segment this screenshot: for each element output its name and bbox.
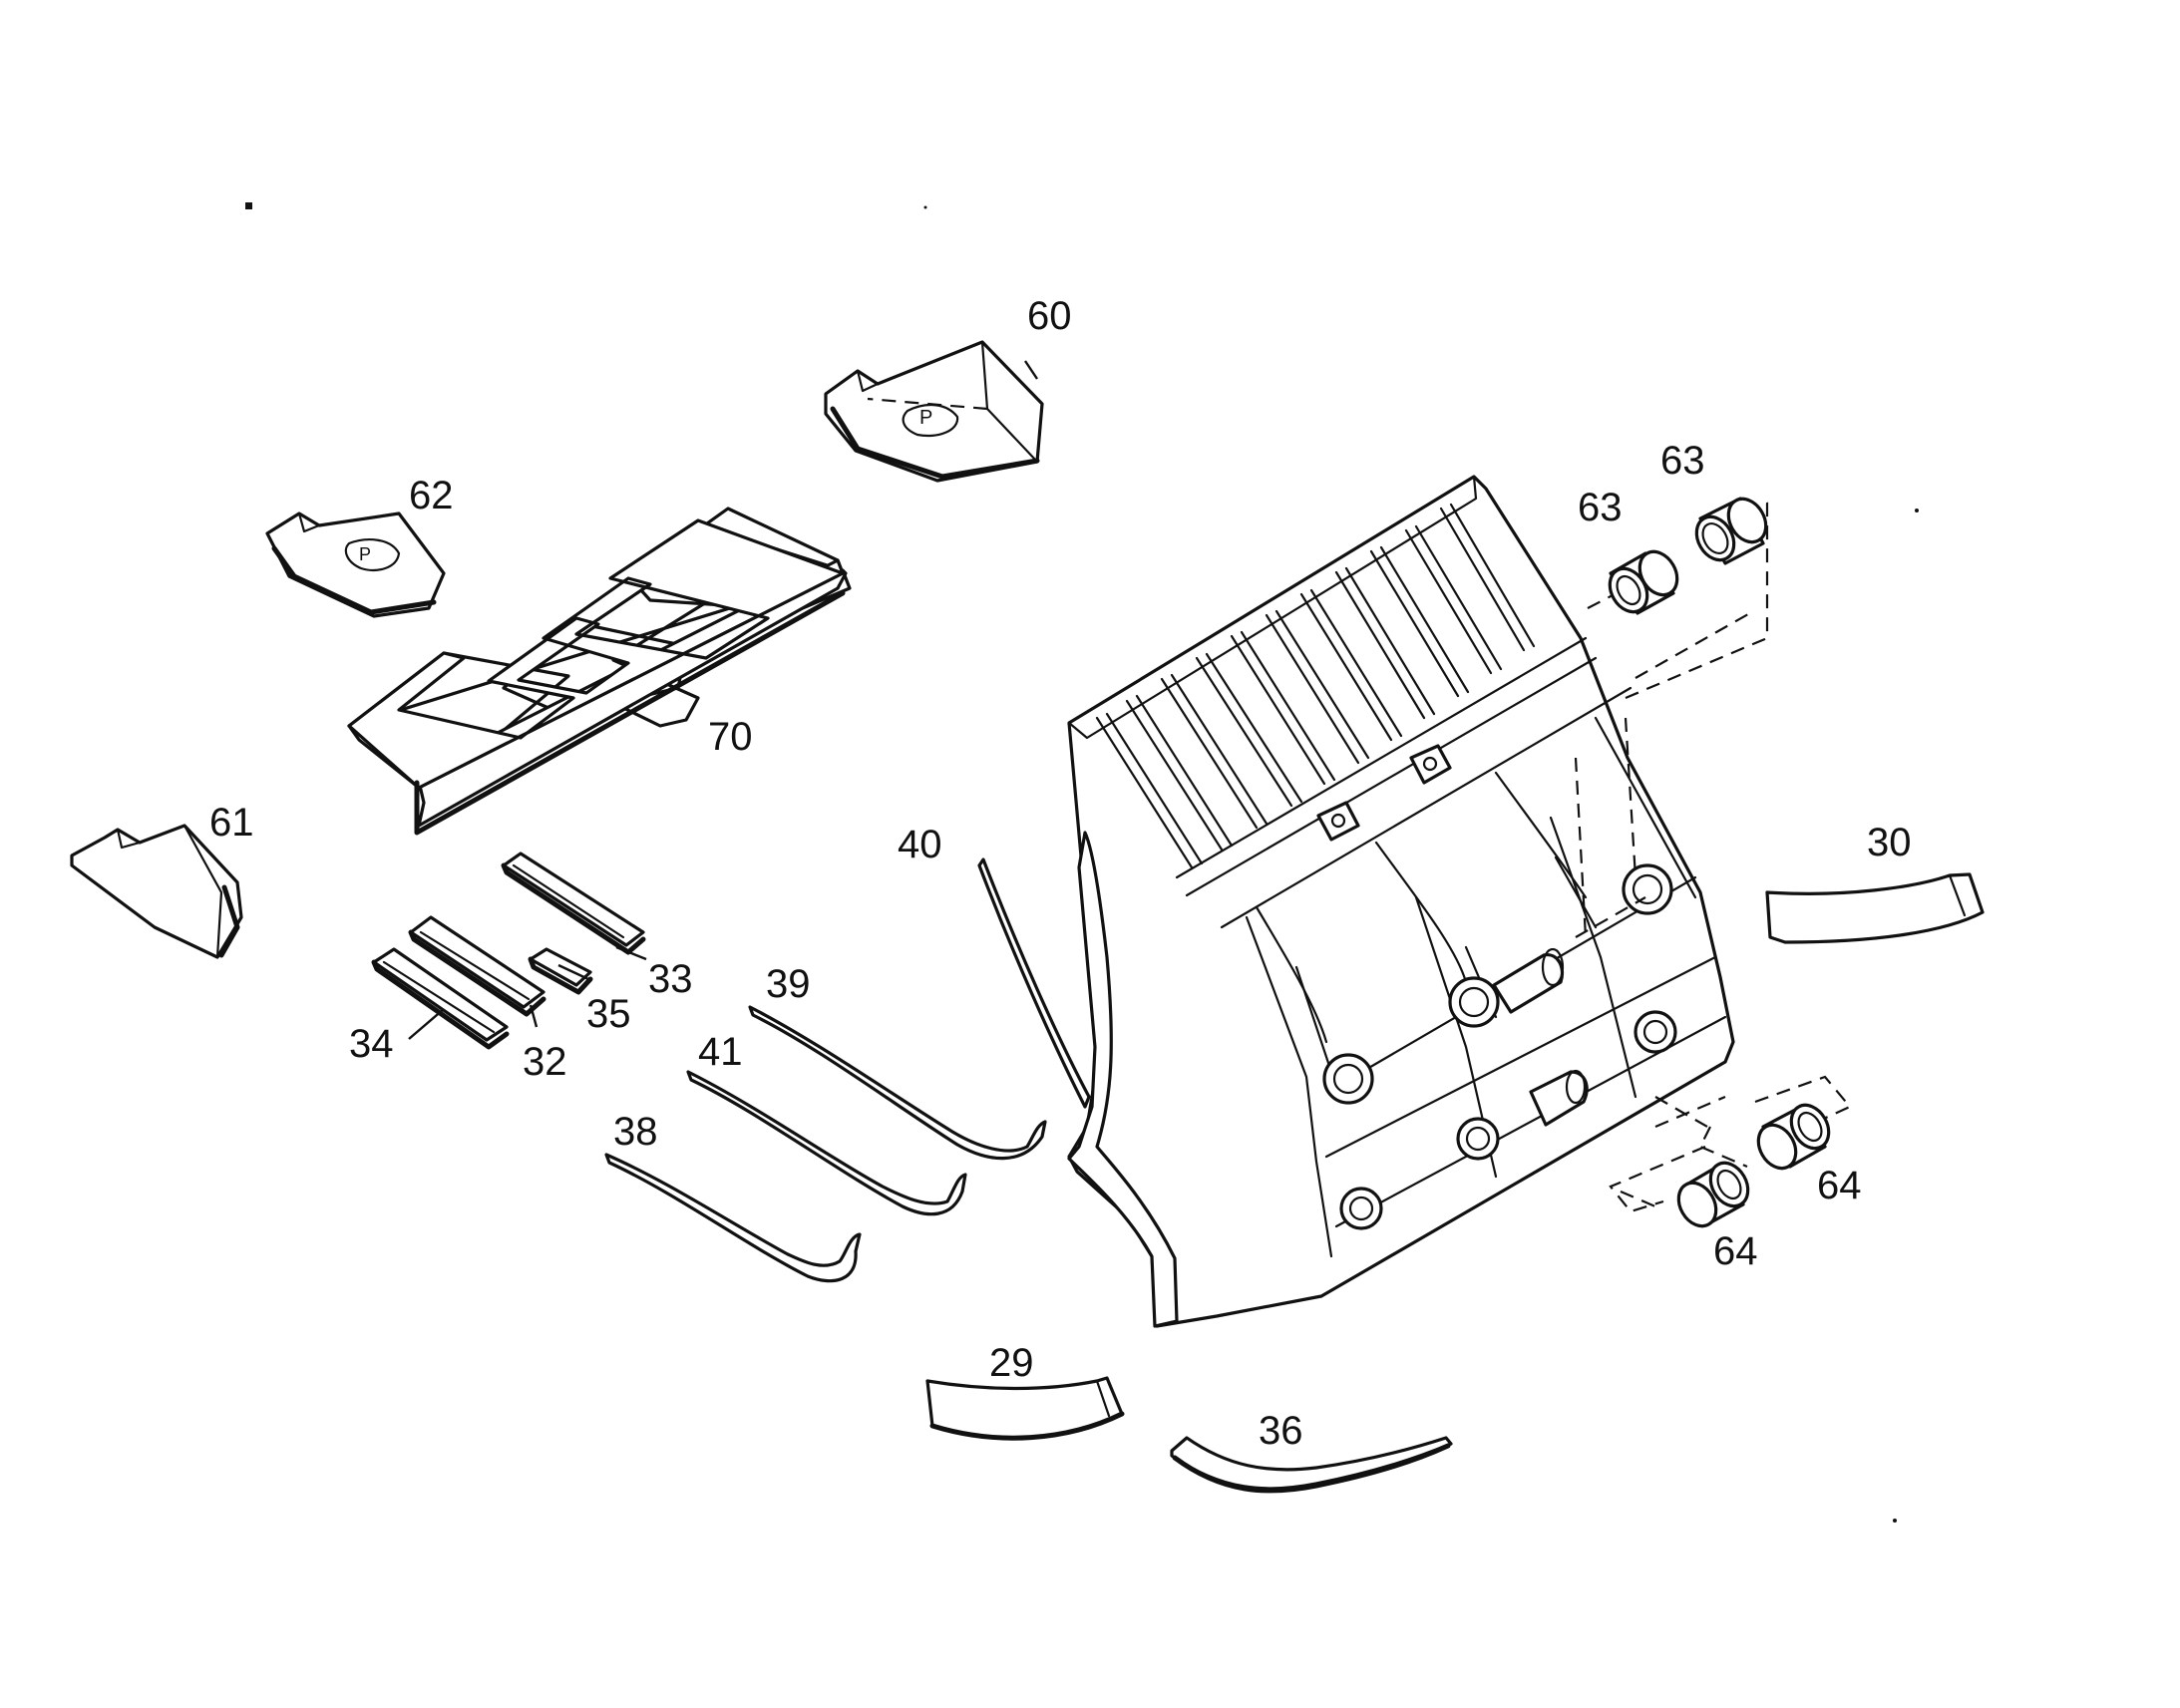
part-60-shoe: P xyxy=(824,340,1044,483)
part-39-strip xyxy=(748,1005,1047,1161)
callout-38: 38 xyxy=(613,1110,658,1154)
part-63-bushings xyxy=(1587,497,1769,700)
leader-lines xyxy=(408,360,1038,1040)
stray-dot xyxy=(245,202,252,209)
callout-33: 33 xyxy=(648,957,693,1001)
callout-29: 29 xyxy=(989,1341,1034,1385)
part-33-strip xyxy=(501,852,646,955)
stray-mark xyxy=(1915,509,1919,512)
callout-62: 62 xyxy=(409,474,454,517)
callout-61: 61 xyxy=(209,801,254,845)
callout-64-left: 64 xyxy=(1713,1229,1758,1273)
callout-70: 70 xyxy=(708,715,753,759)
callout-30: 30 xyxy=(1867,821,1912,864)
svg-text:P: P xyxy=(919,407,932,429)
pin-bosses xyxy=(1322,863,1677,1230)
part-36-strip xyxy=(1170,1436,1453,1494)
part-29-wear-piece xyxy=(925,1376,1125,1441)
part-34-strip xyxy=(371,947,510,1050)
part-41-strip xyxy=(686,1070,967,1216)
callout-39: 39 xyxy=(766,962,811,1006)
part-30-wear-piece xyxy=(1765,872,1985,944)
callout-36: 36 xyxy=(1259,1409,1303,1453)
part-70-plate xyxy=(347,507,852,836)
callouts: 60 62 70 61 63 63 40 30 33 39 35 34 32 4… xyxy=(209,294,1912,1453)
callout-63-left: 63 xyxy=(1578,486,1623,529)
part-32-strip xyxy=(408,915,546,1017)
callout-32: 32 xyxy=(523,1040,567,1084)
main-bucket-body xyxy=(1067,475,1735,1328)
svg-text:P: P xyxy=(359,544,371,564)
callout-63-right: 63 xyxy=(1660,439,1705,483)
part-40-strip xyxy=(977,857,1091,1109)
part-35-block xyxy=(528,947,593,995)
callout-41: 41 xyxy=(698,1030,743,1074)
part-62-shoe: P xyxy=(265,512,446,618)
part-38-strip xyxy=(604,1153,862,1283)
top-ribs xyxy=(1095,503,1536,869)
callout-40: 40 xyxy=(898,823,942,866)
part-64-bushings xyxy=(1609,1075,1852,1228)
part-61-shoe xyxy=(70,824,243,959)
callout-34: 34 xyxy=(349,1022,394,1066)
callout-64-right: 64 xyxy=(1817,1164,1862,1207)
callout-35: 35 xyxy=(586,992,631,1036)
callout-60: 60 xyxy=(1027,294,1072,338)
stray-mark xyxy=(1893,1519,1897,1523)
stray-mark xyxy=(923,205,927,209)
